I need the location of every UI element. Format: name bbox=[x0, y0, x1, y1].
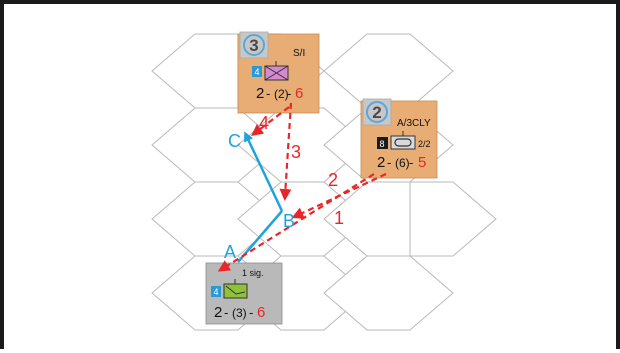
unit-counter-2[interactable]: 2 A/3CLY 8 2/2 2 - (6) - 5 bbox=[360, 98, 438, 179]
movement-allowance: 6 bbox=[295, 85, 303, 102]
strength-separator: - bbox=[387, 155, 391, 170]
movement-allowance: 6 bbox=[257, 304, 265, 321]
level-number: 4 bbox=[254, 67, 259, 77]
strength-separator: - bbox=[266, 86, 270, 101]
fire-label-3: 3 bbox=[291, 142, 301, 162]
attack-strength: 2 bbox=[377, 154, 385, 171]
defense-strength: (2) bbox=[274, 87, 289, 101]
badge-number: 2 bbox=[372, 103, 381, 122]
defense-strength: (3) bbox=[232, 306, 247, 320]
path-segment-b-c bbox=[244, 131, 284, 212]
strength-separator: - bbox=[224, 305, 228, 320]
fire-label-4: 4 bbox=[259, 113, 269, 133]
level-box bbox=[377, 137, 388, 149]
level-number: 4 bbox=[213, 287, 218, 297]
activation-badge: 2 bbox=[362, 98, 392, 126]
strength-separator: - bbox=[287, 86, 291, 101]
point-label-b: B bbox=[283, 211, 295, 231]
movement-allowance: 5 bbox=[418, 154, 426, 171]
unit-designation: A/3CLY bbox=[397, 118, 431, 129]
attack-strength: 2 bbox=[256, 85, 264, 102]
unit-counter-3[interactable]: 3 S/I 4 2 - (2) - 6 bbox=[237, 31, 320, 114]
point-label-c: C bbox=[228, 131, 241, 151]
fire-arrows bbox=[217, 102, 387, 272]
fire-arrow-3 bbox=[279, 102, 293, 201]
unit-ratio: 2/2 bbox=[418, 139, 431, 149]
unit-counter-signal[interactable]: 1 sig. 4 2 - (3) - 6 bbox=[205, 262, 283, 325]
fire-arrow-2 bbox=[291, 173, 387, 219]
hex-tile[interactable] bbox=[409, 181, 497, 257]
hex-tile[interactable] bbox=[323, 33, 454, 109]
strength-separator: - bbox=[249, 305, 253, 320]
armor-symbol-icon bbox=[390, 131, 416, 150]
point-label-a: A bbox=[224, 242, 236, 262]
defense-strength: (6) bbox=[395, 156, 410, 170]
signal-symbol-icon bbox=[223, 279, 248, 299]
hex-tile[interactable] bbox=[323, 255, 454, 331]
hex-map: 3 S/I 4 2 - (2) - 6 2 A/3CLY 8 bbox=[151, 31, 497, 331]
fire-label-2: 2 bbox=[328, 170, 338, 190]
strength-separator: - bbox=[409, 155, 413, 170]
fire-label-1: 1 bbox=[334, 208, 344, 228]
badge-number: 3 bbox=[249, 36, 258, 55]
fire-arrow-4 bbox=[251, 106, 290, 137]
unit-designation: 1 sig. bbox=[242, 268, 264, 278]
level-number: 8 bbox=[379, 139, 384, 149]
attack-strength: 2 bbox=[214, 304, 222, 321]
level-box bbox=[252, 66, 262, 77]
level-box bbox=[211, 286, 221, 297]
hex-grid bbox=[151, 33, 497, 331]
infantry-symbol-icon bbox=[264, 61, 289, 81]
unit-designation: S/I bbox=[293, 48, 305, 59]
activation-badge: 3 bbox=[239, 31, 269, 59]
